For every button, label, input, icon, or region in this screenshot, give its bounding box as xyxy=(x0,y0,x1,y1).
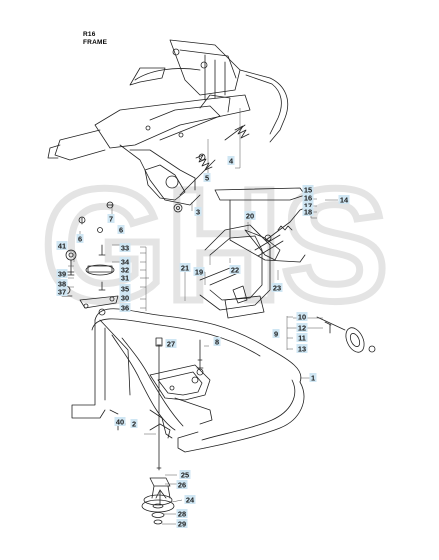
callout-10[interactable]: 10 xyxy=(296,312,308,322)
callout-35[interactable]: 35 xyxy=(119,284,131,294)
callout-number: 7 xyxy=(109,215,113,224)
callout-number: 18 xyxy=(304,208,312,217)
callout-37[interactable]: 37 xyxy=(56,287,68,297)
callout-27[interactable]: 27 xyxy=(165,339,177,349)
callout-number: 25 xyxy=(181,471,189,480)
callout-32[interactable]: 32 xyxy=(119,265,131,275)
callout-number: 39 xyxy=(58,270,66,279)
callout-number: 6 xyxy=(78,235,82,244)
model-code: R16 xyxy=(83,31,96,38)
pulley-stack xyxy=(141,477,175,525)
callout-number: 12 xyxy=(298,324,306,333)
callout-18[interactable]: 18 xyxy=(302,207,314,217)
callout-number: 31 xyxy=(121,274,129,283)
callout-number: 40 xyxy=(116,418,124,427)
callout-number: 17 xyxy=(304,202,312,211)
callout-number: 36 xyxy=(121,304,129,313)
leader-lines xyxy=(68,108,338,525)
callout-20[interactable]: 20 xyxy=(244,211,256,221)
linkage-right xyxy=(199,187,313,319)
callout-number: 37 xyxy=(58,288,66,297)
callout-13[interactable]: 13 xyxy=(296,344,308,354)
callout-number: 34 xyxy=(121,258,130,267)
watermark-text: GHS xyxy=(42,155,389,334)
callout-29[interactable]: 29 xyxy=(176,519,188,529)
callout-7[interactable]: 7 xyxy=(107,214,115,224)
callout-number: 29 xyxy=(178,520,186,529)
callout-number: 21 xyxy=(181,264,189,273)
callout-number: 33 xyxy=(121,244,129,253)
callout-9[interactable]: 9 xyxy=(272,329,280,339)
callout-number: 24 xyxy=(186,496,195,505)
callout-41[interactable]: 41 xyxy=(56,241,68,251)
callout-24[interactable]: 24 xyxy=(184,495,196,505)
callout-number: 28 xyxy=(178,510,186,519)
callout-number: 27 xyxy=(167,340,175,349)
callout-6[interactable]: 6 xyxy=(117,225,125,235)
callout-34[interactable]: 34 xyxy=(119,257,131,267)
callout-39[interactable]: 39 xyxy=(56,269,68,279)
callout-17[interactable]: 17 xyxy=(302,201,314,211)
callout-5[interactable]: 5 xyxy=(203,173,211,183)
callout-1[interactable]: 1 xyxy=(309,373,317,383)
lower-main-frame xyxy=(71,308,305,453)
callout-number: 16 xyxy=(304,194,312,203)
callout-number: 1 xyxy=(311,374,315,383)
bolts-mid xyxy=(109,337,204,471)
callout-28[interactable]: 28 xyxy=(176,509,188,519)
callout-12[interactable]: 12 xyxy=(296,323,308,333)
callout-21[interactable]: 21 xyxy=(179,263,191,273)
section-title: FRAME xyxy=(83,39,108,46)
callout-19[interactable]: 19 xyxy=(193,267,205,277)
callout-number: 30 xyxy=(121,294,129,303)
callout-number: 22 xyxy=(231,266,239,275)
callout-4[interactable]: 4 xyxy=(227,156,235,166)
callout-31[interactable]: 31 xyxy=(119,273,131,283)
callout-number: 19 xyxy=(195,268,203,277)
callout-number: 32 xyxy=(121,266,129,275)
callout-6[interactable]: 6 xyxy=(76,234,84,244)
callout-number: 15 xyxy=(304,186,312,195)
callout-2[interactable]: 2 xyxy=(130,419,138,429)
callout-16[interactable]: 16 xyxy=(302,193,314,203)
callout-40[interactable]: 40 xyxy=(114,417,126,427)
callout-number: 26 xyxy=(178,481,186,490)
spring-assembly xyxy=(179,124,250,196)
callout-8[interactable]: 8 xyxy=(213,337,221,347)
callout-number: 11 xyxy=(298,334,306,343)
callout-33[interactable]: 33 xyxy=(119,243,131,253)
callout-3[interactable]: 3 xyxy=(194,207,202,217)
callout-number: 38 xyxy=(58,280,66,289)
callout-number: 23 xyxy=(273,284,281,293)
callout-number: 2 xyxy=(132,420,136,429)
callout-38[interactable]: 38 xyxy=(56,279,68,289)
callout-22[interactable]: 22 xyxy=(229,265,241,275)
callout-number: 9 xyxy=(274,330,278,339)
callout-number: 8 xyxy=(215,338,219,347)
callout-23[interactable]: 23 xyxy=(271,283,283,293)
callout-36[interactable]: 36 xyxy=(119,303,131,313)
callout-number: 14 xyxy=(340,196,349,205)
callout-number: 3 xyxy=(196,208,200,217)
callout-number: 41 xyxy=(58,242,66,251)
callout-number: 5 xyxy=(205,174,209,183)
callout-number: 4 xyxy=(229,157,234,166)
callout-30[interactable]: 30 xyxy=(119,293,131,303)
callout-number: 10 xyxy=(298,313,306,322)
callout-number: 13 xyxy=(298,345,306,354)
callout-14[interactable]: 14 xyxy=(338,195,350,205)
callout-26[interactable]: 26 xyxy=(176,480,188,490)
callout-15[interactable]: 15 xyxy=(302,185,314,195)
callout-number: 6 xyxy=(119,226,123,235)
callout-25[interactable]: 25 xyxy=(179,470,191,480)
callout-number: 35 xyxy=(121,285,129,294)
callout-number: 20 xyxy=(246,212,254,221)
caster-wheel xyxy=(316,316,376,353)
callout-11[interactable]: 11 xyxy=(296,333,308,343)
upper-chassis xyxy=(47,39,289,206)
